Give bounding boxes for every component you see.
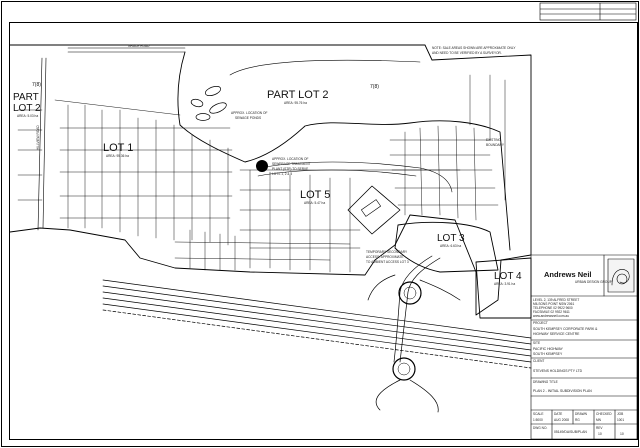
lot-3-label: LOT 3 (437, 233, 465, 244)
part-lot-2-main-area: AREA: 95.76 ha (284, 101, 307, 105)
grace-road-label: GRACE ROAD (128, 44, 150, 48)
project-line-1: SOUTH KEMPSEY CORPORATE PARK & (533, 327, 598, 331)
sheet-no: 10 (620, 432, 624, 436)
lot-4-label: LOT 4 (494, 271, 522, 282)
part-lot-2-boundary (177, 51, 511, 251)
right-note-1: EXISTING (486, 138, 501, 142)
drawing-title: PLAN 2 - INITIAL SUBDIVISION PLAN (533, 389, 592, 393)
part-lot-2-left-line1: PART (13, 92, 39, 103)
table-value-checked: MN (596, 418, 602, 422)
roundabout-north-inner (403, 286, 417, 300)
project-line-2: HIGHWAY SERVICE CENTRE (533, 332, 580, 336)
client-label: CLIENT (533, 359, 544, 363)
lot-1-area: AREA: 95.36 ha (106, 154, 129, 158)
firm-address-1: LEVEL 2, 139 ALFRED STREET (533, 298, 579, 302)
top-note-1: NOTE: SALE AREAS SHOWN ARE APPROXIMATE O… (432, 46, 516, 50)
right-note-2: BOUNDARY (486, 143, 505, 147)
lot-5-building (361, 199, 381, 217)
lake-note-2: SEWAGE PONDS (235, 116, 261, 120)
part-lot-2-left-line2: LOT 2 (13, 103, 41, 114)
title-block-frame (530, 254, 638, 440)
client-name: STEVENS HOLDINGS PTY LTD (533, 369, 583, 373)
title-block-logo-mark (607, 258, 635, 293)
sewage-ponds (190, 86, 227, 121)
table-header-drawn: DRAWN (575, 412, 588, 416)
roundabout-north (398, 281, 422, 305)
top-note-2: AND NEED TO BE VERIFIED BY A SURVEYOR. (432, 51, 502, 55)
bottom-note-1: TEMPORARY SECONDARY (366, 250, 408, 254)
roundabout-south-inner (397, 362, 411, 376)
header-reference-grid (539, 2, 637, 21)
firm-name: Andrews Neil (544, 270, 592, 279)
grace-road (67, 47, 186, 53)
lot-3-boundary (394, 221, 499, 273)
table-header-job: JOB (617, 412, 623, 416)
table-value-scale: 1:5000 (533, 418, 543, 422)
part-lot-2-main-dp: 7(8) (370, 84, 379, 90)
bottom-note-2: ACCESS, APPROXIMATE (366, 255, 404, 259)
table-value-job: 1001 (617, 418, 624, 422)
part-lot-2-main-label: PART LOT 2 (267, 89, 329, 101)
table-header-date: DATE (554, 412, 562, 416)
rev-value: 10 (598, 432, 602, 436)
lot-5-area: AREA: 5.47 ha (304, 201, 325, 205)
lot-5-pad (347, 185, 401, 235)
plan-linework (9, 44, 638, 440)
address-line-2: SOUTH KEMPSEY (533, 352, 563, 356)
firm-tag: URBAN DESIGN GROUP (575, 280, 612, 284)
address-line-1: PACIFIC HIGHWAY (533, 347, 564, 351)
marker-note-4: LOTS 1, 2 & 5 (272, 172, 292, 176)
table-value-drawn: RG (575, 418, 580, 422)
internal-road (257, 161, 453, 193)
address-label: SITE (533, 341, 540, 345)
drawing-label: DRAWING TITLE (533, 380, 558, 384)
inner-border (9, 22, 638, 440)
table-header-checked: CHECKED (596, 412, 612, 416)
rev-label: REV (596, 426, 603, 430)
table-value-date: AUG 2008 (554, 418, 569, 422)
roundabout-south (392, 357, 416, 381)
pacific-highway (102, 279, 532, 369)
site-boundary (9, 44, 532, 316)
interchange (367, 255, 461, 413)
lake-note-1: APPROX. LOCATION OF (231, 111, 267, 115)
drawing-no: 05149/DA/SUB/PLAN (554, 430, 587, 434)
firm-address-4: FACSIMILE 02 9922 9611 (533, 310, 570, 314)
marker-note-1: APPROX. LOCATION OF (272, 157, 308, 161)
bottom-note-3: TO AMBIENT ACCESS LOT 3 (366, 260, 409, 264)
marker-note-2: SEWERAGE TREATMENT (272, 162, 311, 166)
part-lot-2-left-dp: 7(8) (32, 82, 41, 88)
table-header-scale: SCALE (533, 412, 543, 416)
stp-location-marker (256, 160, 268, 172)
firm-address-2: MILSONS POINT NSW 2061 (533, 302, 574, 306)
lot-5-subdivision (174, 169, 461, 273)
lot-1-subdivision (54, 99, 233, 246)
firm-address-5: www.andrewsneil.com.au (533, 314, 569, 318)
part-lot-2-left-lines (17, 109, 43, 201)
right-subdivision (389, 74, 506, 221)
drawing-no-label: DWG NO. (533, 426, 547, 430)
left-road-label: HILLVIEW ROAD (36, 125, 40, 150)
part-lot-2-left-area: AREA: 5.03 ha (17, 114, 38, 118)
marker-note-3: PLANT (STP) TO SERVE (272, 167, 308, 171)
part-lot-2-inner (229, 59, 421, 76)
lot-5-label: LOT 5 (300, 189, 330, 201)
firm-address-3: TELEPHONE 02 9922 9600 (533, 306, 573, 310)
lot-1-label: LOT 1 (103, 142, 133, 154)
left-road (37, 57, 47, 231)
project-label: PROJECT (533, 321, 548, 325)
lot-4-area: AREA: 3.91 ha (494, 282, 515, 286)
lot-3-area: AREA: 6.63 ha (440, 244, 461, 248)
